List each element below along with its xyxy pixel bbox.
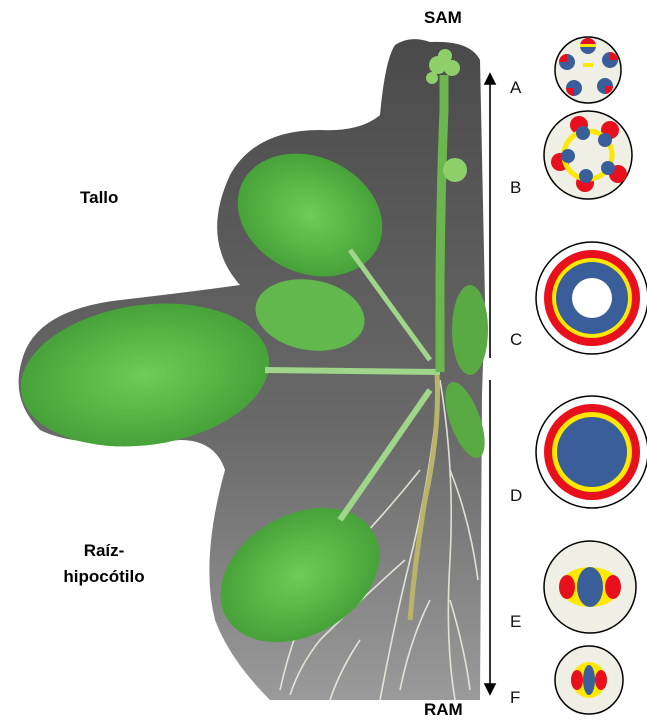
leaf-right	[452, 285, 488, 375]
cross-section-e	[544, 541, 636, 633]
section-letter-c: C	[510, 330, 522, 350]
cross-section-f	[555, 646, 623, 714]
section-letter-e: E	[510, 612, 521, 632]
section-letter-a: A	[510, 78, 521, 98]
cross-section-c	[536, 242, 647, 354]
stem-label: Tallo	[80, 188, 118, 208]
stem	[440, 75, 444, 372]
cross-section-a	[555, 37, 621, 103]
root-label-line2: hipocótilo	[48, 564, 160, 590]
root-hypocotyl-label: Raíz- hipocótilo	[48, 538, 160, 590]
sam-label: SAM	[424, 8, 462, 28]
root-label-line1: Raíz-	[48, 538, 160, 564]
section-letter-d: D	[510, 486, 522, 506]
section-letter-b: B	[510, 178, 521, 198]
axis-arrow	[485, 74, 495, 694]
ram-label: RAM	[424, 700, 463, 720]
section-letter-f: F	[510, 688, 520, 708]
cross-section-b	[544, 111, 632, 199]
cross-section-d	[536, 396, 647, 508]
